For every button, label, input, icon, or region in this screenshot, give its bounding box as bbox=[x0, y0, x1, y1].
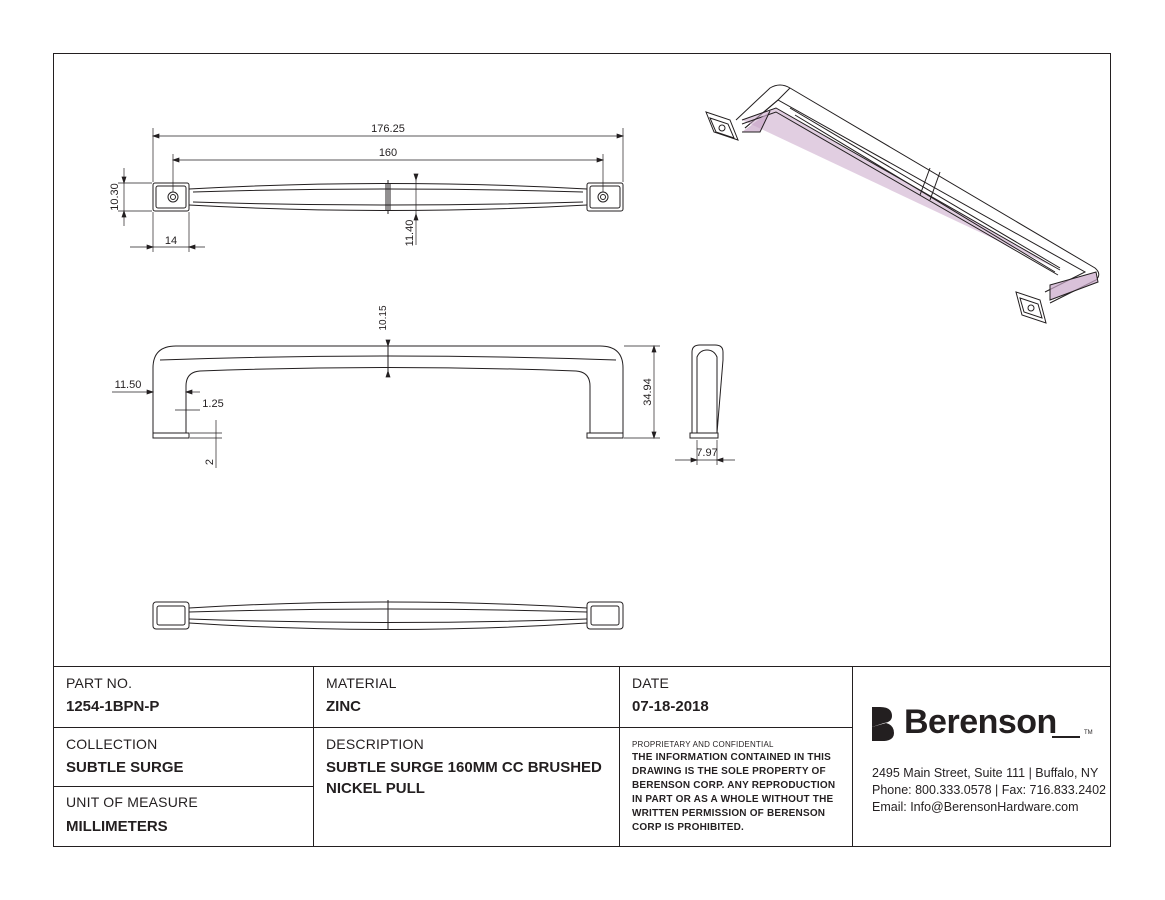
dim-foot-width: 14 bbox=[165, 235, 177, 247]
part-no-value: 1254-1BPN-P bbox=[66, 698, 160, 715]
trademark: TM bbox=[1084, 730, 1093, 736]
dim-foot-offset: 11.50 bbox=[115, 379, 142, 391]
collection-label: COLLECTION bbox=[66, 736, 158, 752]
dim-foot-height: 10.30 bbox=[109, 183, 121, 211]
proprietary-text: THE INFORMATION CONTAINED IN THIS DRAWIN… bbox=[632, 752, 836, 833]
side-view bbox=[689, 344, 724, 439]
unit-label: UNIT OF MEASURE bbox=[66, 794, 198, 810]
brand-underline bbox=[1052, 736, 1080, 738]
company-address: 2495 Main Street, Suite 111 | Buffalo, N… bbox=[872, 766, 1099, 780]
drawing-frame bbox=[53, 53, 1111, 847]
proprietary-heading: PROPRIETARY AND CONFIDENTIAL bbox=[632, 740, 774, 749]
part-no-label: PART NO. bbox=[66, 675, 133, 691]
front-view-dimensions bbox=[112, 339, 660, 468]
collection-value: SUBTLE SURGE bbox=[66, 759, 184, 776]
unit-value: MILLIMETERS bbox=[66, 818, 168, 835]
company-name: Berenson bbox=[904, 703, 1057, 741]
divider bbox=[852, 666, 853, 847]
dim-base: 2 bbox=[204, 459, 216, 465]
dim-grip-width: 11.40 bbox=[404, 220, 416, 247]
dim-wall: 1.25 bbox=[202, 398, 223, 410]
dim-overall-length: 176.25 bbox=[371, 123, 405, 135]
berenson-logo-mark bbox=[872, 707, 894, 741]
top-view-dimensions bbox=[118, 128, 625, 252]
dim-height: 34.94 bbox=[642, 378, 654, 406]
company-phone: Phone: 800.333.0578 | Fax: 716.833.2402 bbox=[872, 783, 1106, 797]
material-label: MATERIAL bbox=[326, 675, 397, 691]
description-label: DESCRIPTION bbox=[326, 736, 424, 752]
date-label: DATE bbox=[632, 675, 670, 691]
divider bbox=[53, 727, 619, 728]
divider bbox=[53, 786, 313, 787]
divider bbox=[619, 727, 852, 728]
dim-center-to-center: 160 bbox=[379, 147, 397, 159]
description-value: SUBTLE SURGE 160MM CC BRUSHED NICKEL PUL… bbox=[326, 759, 602, 797]
title-block-top-border bbox=[53, 666, 1111, 667]
dim-depth: 7.97 bbox=[696, 447, 717, 459]
isometric-view bbox=[705, 84, 1100, 324]
top-view bbox=[152, 180, 624, 214]
dim-grip-thickness: 10.15 bbox=[378, 305, 389, 330]
divider bbox=[313, 666, 314, 847]
company-email: Email: Info@BerensonHardware.com bbox=[872, 800, 1079, 814]
material-value: ZINC bbox=[326, 698, 361, 715]
side-view-dimensions bbox=[675, 440, 735, 465]
date-value: 07-18-2018 bbox=[632, 698, 709, 715]
divider bbox=[619, 666, 620, 847]
bottom-view bbox=[152, 600, 624, 630]
